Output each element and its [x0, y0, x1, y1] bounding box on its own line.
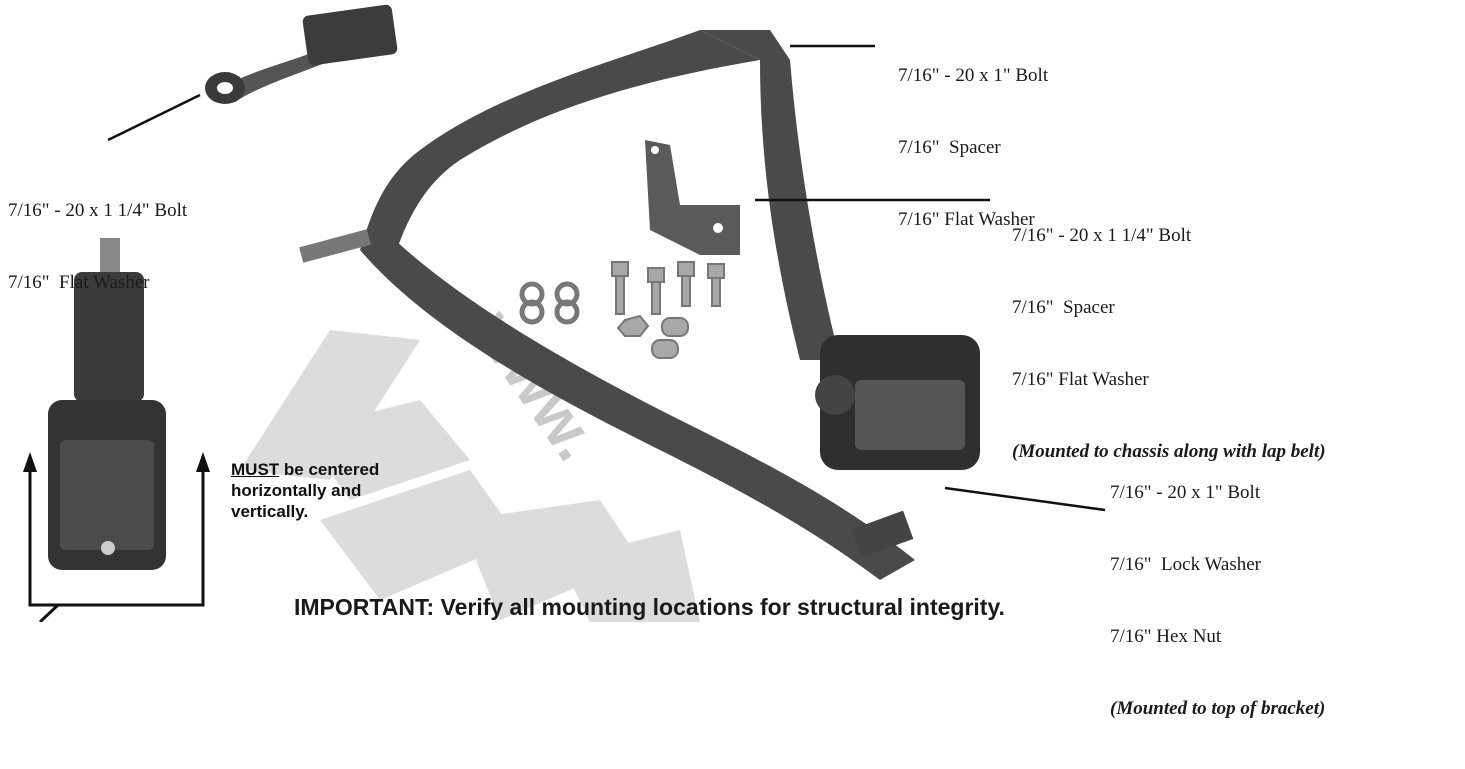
callout-middle-right: 7/16" - 20 x 1 1/4" Bolt 7/16" Spacer 7/…	[1012, 176, 1326, 512]
label-line: 7/16" - 20 x 1" Bolt	[1110, 482, 1261, 503]
note-text: be centered	[279, 460, 380, 479]
centering-note: MUST be centered horizontally and vertic…	[231, 459, 379, 522]
label-line: 7/16" Flat Washer	[8, 272, 150, 293]
label-line: 7/16" - 20 x 1 1/4" Bolt	[8, 200, 188, 221]
must-emphasis: MUST	[231, 460, 280, 479]
note-text: horizontally and	[231, 481, 362, 500]
anchor-strap	[205, 4, 398, 104]
important-warning: IMPORTANT: Verify all mounting locations…	[294, 594, 1005, 620]
label-line: 7/16" - 20 x 1" Bolt	[898, 65, 1049, 86]
label-line: 7/16" Flat Washer	[898, 209, 1035, 230]
callout-top-left: 7/16" - 20 x 1 1/4" Bolt 7/16" Flat Wash…	[8, 151, 187, 343]
label-line: 7/16" - 20 x 1 1/4" Bolt	[1012, 225, 1192, 246]
label-line: 7/16" Lock Washer	[1110, 554, 1261, 575]
illustration: www.	[23, 4, 1106, 622]
callout-lines	[107, 44, 1106, 512]
instruction-sheet: www.	[8, 4, 1326, 719]
hardware	[519, 261, 725, 359]
note-text: vertically.	[231, 502, 309, 521]
label-line: 7/16" Flat Washer	[1012, 369, 1149, 390]
shoulder-belt	[299, 30, 915, 580]
retractor	[815, 335, 980, 470]
label-line: 7/16" Spacer	[1012, 297, 1115, 318]
callout-bottom-right: 7/16" - 20 x 1" Bolt 7/16" Lock Washer 7…	[1110, 433, 1325, 769]
centering-diagram	[23, 238, 210, 622]
mounting-bracket	[645, 140, 740, 255]
callout-top-right: 7/16" - 20 x 1" Bolt 7/16" Spacer 7/16" …	[898, 16, 1048, 280]
label-note: (Mounted to chassis along with lap belt)	[1012, 441, 1326, 462]
label-note: (Mounted to top of bracket)	[1110, 698, 1326, 719]
label-line: 7/16" Hex Nut	[1110, 626, 1222, 647]
label-line: 7/16" Spacer	[898, 137, 1001, 158]
